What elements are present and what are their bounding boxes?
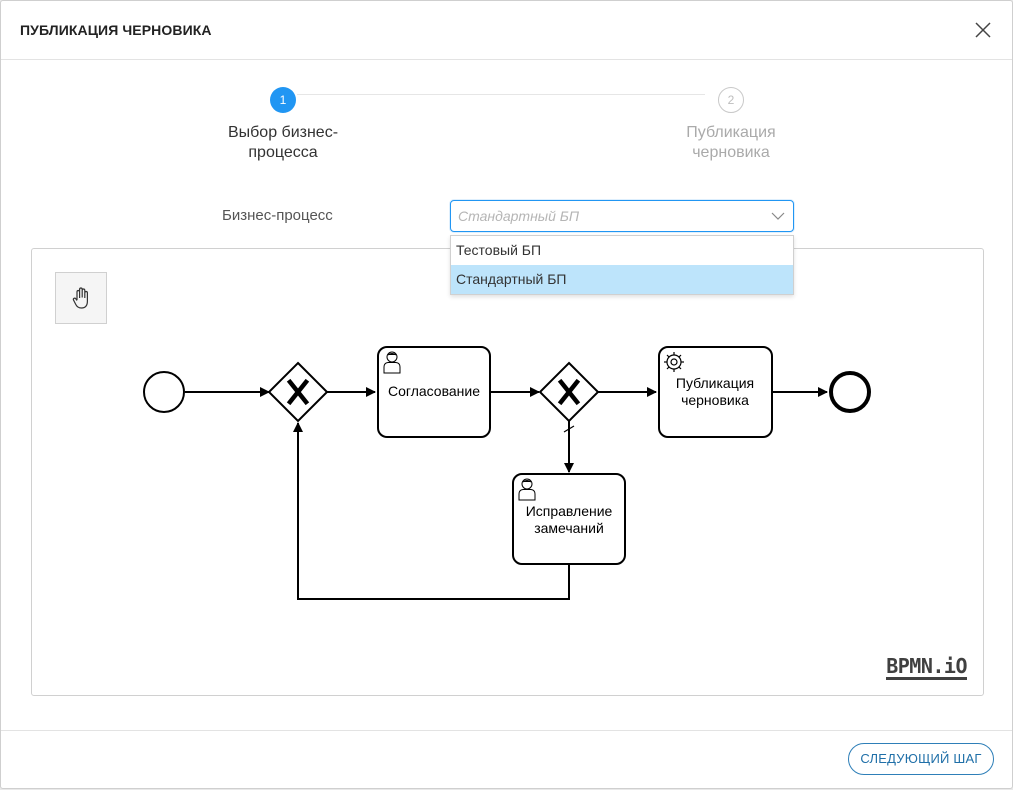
step-2-label-line1: Публикация (686, 124, 776, 141)
business-process-label: Бизнес-процесс (222, 207, 333, 224)
dropdown-option-test-bp[interactable]: Тестовый БП (456, 242, 542, 258)
dialog-title: ПУБЛИКАЦИЯ ЧЕРНОВИКА (20, 22, 212, 38)
dialog-footer: СЛЕДУЮЩИЙ ШАГ (1, 730, 1012, 788)
chevron-down-icon (771, 212, 785, 220)
business-process-select-value: Стандартный БП (458, 208, 580, 224)
dropdown-option-standard-bp[interactable]: Стандартный БП (451, 265, 793, 294)
business-process-dropdown: Тестовый БП Стандартный БП (450, 235, 794, 295)
business-process-select[interactable]: Стандартный БП (450, 200, 794, 232)
hand-tool-button[interactable] (55, 272, 107, 324)
close-icon[interactable] (974, 21, 992, 39)
step-1-label-line2: процесса (248, 144, 318, 161)
step-2-label-line2: черновика (692, 144, 770, 161)
next-step-button[interactable]: СЛЕДУЮЩИЙ ШАГ (848, 743, 994, 775)
step-1-label: Выбор бизнес- процесса (203, 123, 363, 163)
step-1-number: 1 (270, 87, 296, 113)
step-2-number: 2 (718, 87, 744, 113)
stepper-connector (297, 94, 705, 95)
bpmn-canvas[interactable]: BPMN.iO (31, 248, 984, 696)
dialog-header: ПУБЛИКАЦИЯ ЧЕРНОВИКА (1, 1, 1012, 60)
step-2-label: Публикация черновика (651, 123, 811, 163)
stepper: 1 Выбор бизнес- процесса 2 Публикация че… (1, 87, 1012, 167)
bpmn-io-logo: BPMN.iO (886, 654, 967, 680)
step-1-label-line1: Выбор бизнес- (227, 124, 339, 141)
hand-icon (72, 287, 88, 309)
